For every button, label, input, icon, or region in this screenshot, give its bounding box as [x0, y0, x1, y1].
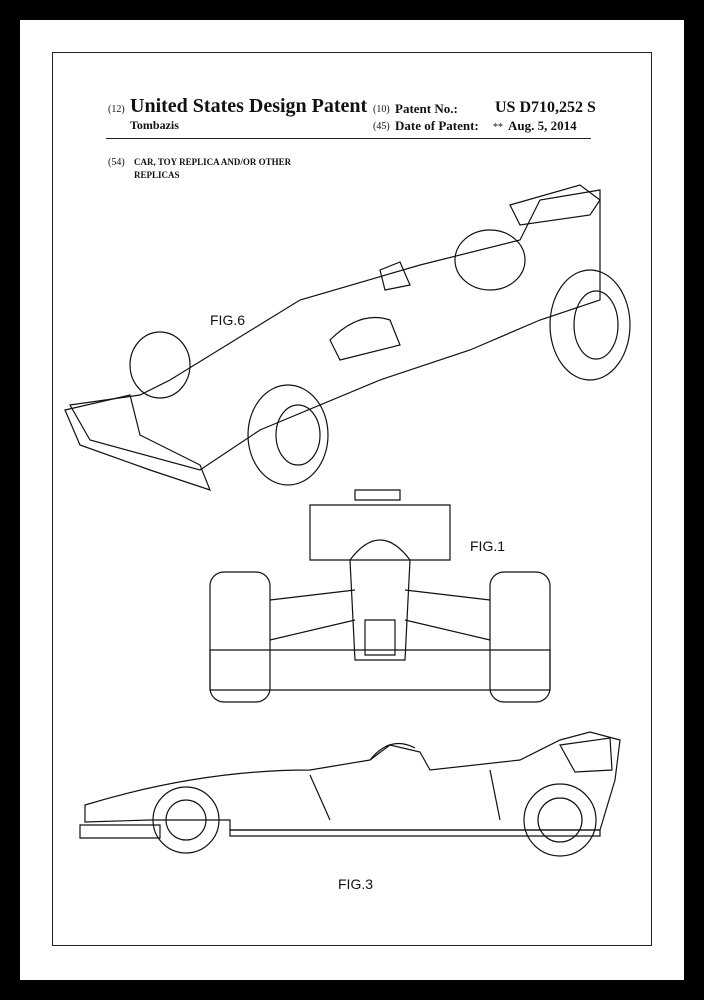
- inventor: Tombazis: [130, 118, 179, 132]
- patent-date: Aug. 5, 2014: [508, 118, 577, 133]
- fig3-label: FIG.3: [338, 876, 374, 892]
- patent-no-label: Patent No.:: [395, 101, 458, 116]
- patent-title: United States Design Patent: [130, 95, 368, 117]
- date-mark: **: [493, 122, 503, 133]
- fig6-perspective-car: [64, 184, 631, 491]
- patent-no: US D710,252 S: [495, 99, 596, 116]
- subject-line-2: REPLICAS: [134, 170, 180, 180]
- subject-line-1: CAR, TOY REPLICA AND/OR OTHER: [134, 157, 292, 167]
- code-12: (12): [108, 104, 125, 115]
- code-10: (10): [373, 104, 390, 115]
- fig3-side-car: [79, 731, 621, 857]
- fig1-label: FIG.1: [470, 538, 506, 554]
- date-label: Date of Patent:: [395, 118, 479, 133]
- code-45: (45): [373, 121, 390, 132]
- fig1-front-car: [209, 489, 551, 703]
- inner-frame: [52, 52, 652, 946]
- code-54: (54): [108, 157, 125, 168]
- header-divider: [106, 138, 591, 139]
- fig6-label: FIG.6: [210, 312, 246, 328]
